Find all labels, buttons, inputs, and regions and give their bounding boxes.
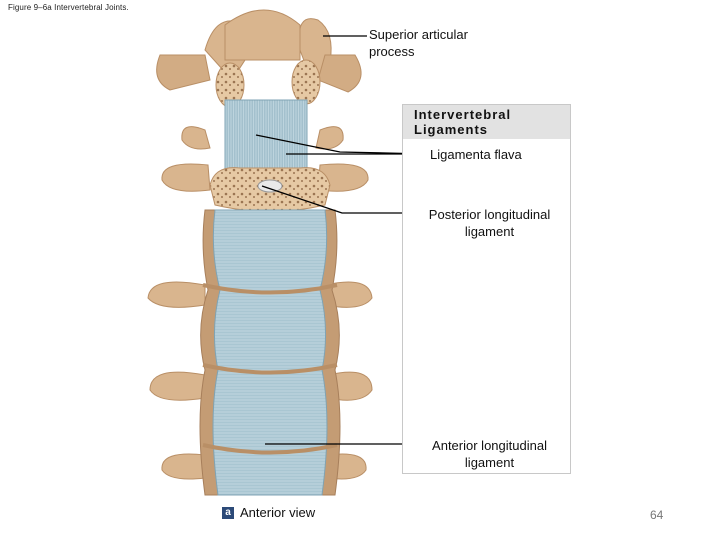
label-anterior-line1: Anterior longitudinal <box>432 438 547 453</box>
page-number: 64 <box>650 508 664 522</box>
leader-ligamenta-flava <box>255 134 429 155</box>
label-posterior-line1: Posterior longitudinal <box>428 207 551 222</box>
transverse-processes <box>147 126 373 480</box>
superior-articular-processes <box>156 9 362 108</box>
label-ligamenta-flava: Ligamenta flava <box>430 147 522 162</box>
view-tag: a Anterior view <box>222 505 315 520</box>
vertebral-column <box>199 209 341 496</box>
ligaments-panel: Intervertebral Ligaments <box>402 104 571 474</box>
panel-header: Intervertebral Ligaments <box>403 105 570 139</box>
label-posterior-longitudinal-ligament: Posterior longitudinal ligament <box>412 206 567 240</box>
label-posterior-line2: ligament <box>464 224 515 239</box>
panel-title-line2: Ligaments <box>414 122 489 137</box>
label-superior-articular-line2: process <box>369 44 415 59</box>
label-anterior-longitudinal-ligament: Anterior longitudinal ligament <box>412 437 567 471</box>
ligamenta-flava <box>224 99 308 171</box>
figure-caption: Figure 9–6a Intervertebral Joints. <box>8 3 129 12</box>
label-superior-articular-line1: Superior articular <box>369 27 468 42</box>
leader-lines <box>255 35 429 445</box>
sectioned-vertebra <box>209 167 331 212</box>
view-label: Anterior view <box>240 505 316 520</box>
label-superior-articular-process: Superior articular process <box>369 26 468 60</box>
label-anterior-line2: ligament <box>464 455 515 470</box>
leader-posterior-longitudinal <box>261 185 416 214</box>
view-badge: a <box>222 506 234 519</box>
panel-title-line1: Intervertebral <box>414 107 512 122</box>
